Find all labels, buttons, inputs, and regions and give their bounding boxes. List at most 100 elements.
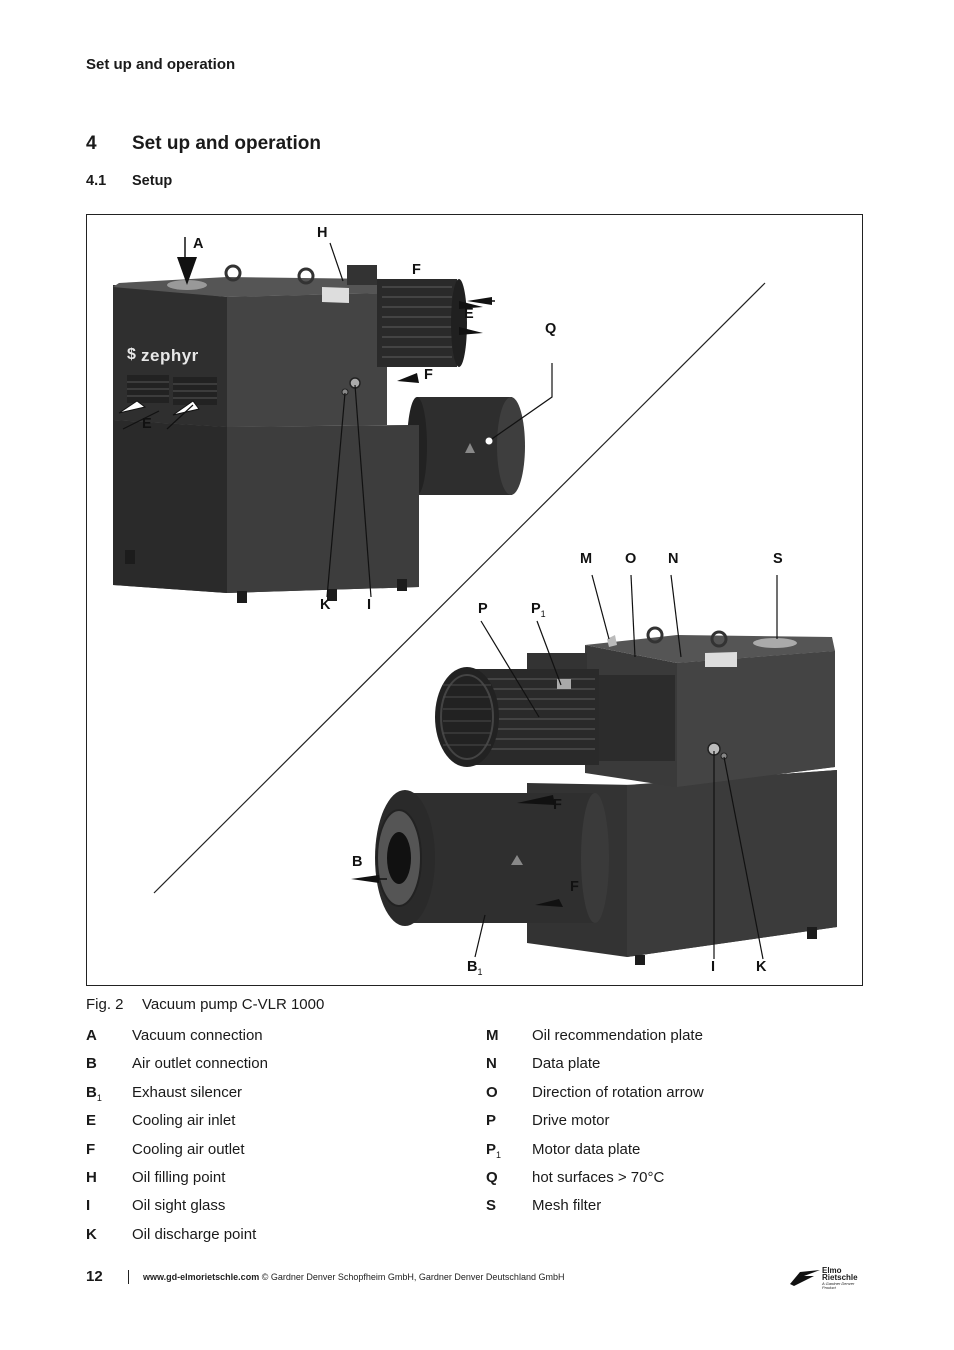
legend-text: Motor data plate — [532, 1140, 641, 1158]
legend-item: P1 Motor data plate — [486, 1141, 704, 1169]
legend-text: Direction of rotation arrow — [532, 1083, 704, 1101]
elmo-rietschle-logo: Elmo Rietschle A Gardner Denver Product — [790, 1266, 866, 1290]
legend-item: S Mesh filter — [486, 1197, 704, 1225]
logo-tagline: A Gardner Denver Product — [822, 1281, 855, 1290]
figure-number: Fig. 2 — [86, 996, 124, 1013]
pump-brand-text: zephyr — [141, 346, 199, 365]
footer-copyright: © Gardner Denver Schopfheim GmbH, Gardne… — [259, 1272, 565, 1282]
legend-key-sub: 1 — [96, 1092, 102, 1103]
legend-item: I Oil sight glass — [86, 1197, 268, 1225]
legend-text: Data plate — [532, 1055, 601, 1073]
legend-text: Drive motor — [532, 1112, 610, 1130]
label-O: O — [625, 551, 637, 567]
diagonal-divider — [153, 282, 766, 894]
page-footer: 12 www.gd-elmorietschle.com © Gardner De… — [86, 1266, 866, 1290]
label-P1: P1 — [531, 602, 546, 619]
legend-text: Vacuum connection — [132, 1027, 263, 1044]
section-number: 4.1 — [86, 173, 107, 189]
brand-swoosh-icon — [790, 1270, 820, 1286]
logo-line2: Rietschle — [822, 1273, 858, 1282]
legend-left: A Vacuum connection B Air outlet connectio… — [86, 1027, 268, 1254]
legend-key: B — [86, 1083, 97, 1101]
legend-text: Oil discharge point — [132, 1225, 257, 1243]
chapter-number: 4 — [86, 133, 97, 154]
legend-item: A Vacuum connection — [86, 1027, 268, 1055]
legend-item: B Air outlet connection — [86, 1055, 268, 1083]
legend-text: Cooling air inlet — [132, 1112, 236, 1130]
legend-right: M Oil recommendation plate N Data plate O D… — [486, 1027, 704, 1226]
label-F-mid: F — [424, 367, 433, 383]
legend-text: Mesh filter — [532, 1197, 602, 1215]
label-K-top: K — [320, 597, 331, 613]
pump-view-top — [113, 237, 553, 603]
legend-key: A — [86, 1027, 97, 1044]
label-A: A — [193, 236, 204, 252]
label-B1-sub: 1 — [477, 966, 483, 977]
pump-view-bottom — [351, 574, 837, 965]
zephyr-logo-icon: $ — [127, 346, 136, 363]
figure-caption: Fig. 2 Vacuum pump C-VLR 1000 — [86, 996, 324, 1013]
label-P1-main: P — [531, 601, 541, 617]
label-F-top: F — [412, 262, 421, 278]
label-F-low2: F — [570, 879, 579, 895]
section-heading: 4.1 Setup — [86, 173, 172, 189]
legend-text: Exhaust silencer — [132, 1083, 243, 1101]
legend-key: E — [86, 1112, 97, 1130]
legend-key: Q — [486, 1168, 498, 1186]
label-K-bottom: K — [756, 959, 767, 975]
legend-item: O Direction of rotation arrow — [486, 1084, 704, 1112]
figure-caption-text: Vacuum pump C-VLR 1000 — [142, 996, 325, 1013]
legend-key: S — [486, 1197, 497, 1215]
pump-illustration — [113, 237, 837, 965]
figure-vacuum-pump: zephyr $ A H F E Q F E K I M O N S P P1 … — [86, 214, 863, 986]
legend-text: Cooling air outlet — [132, 1140, 245, 1158]
label-E-right: E — [464, 306, 474, 322]
legend-key: I — [86, 1197, 91, 1215]
legend-item: F Cooling air outlet — [86, 1141, 268, 1169]
legend-key: M — [486, 1027, 499, 1044]
legend-text: Air outlet connection — [132, 1055, 268, 1073]
footer-text: www.gd-elmorietschle.com © Gardner Denve… — [143, 1272, 564, 1282]
legend-item: B1 Exhaust silencer — [86, 1084, 268, 1112]
label-I-bottom: I — [711, 959, 716, 975]
legend-key: H — [86, 1168, 97, 1186]
label-S: S — [773, 551, 783, 567]
chapter-title: Set up and operation — [132, 133, 321, 154]
label-F-low1: F — [553, 797, 562, 813]
legend-text: Oil sight glass — [132, 1197, 226, 1215]
label-P: P — [478, 601, 488, 617]
legend-text: Oil filling point — [132, 1168, 226, 1186]
legend-item: K Oil discharge point — [86, 1226, 268, 1254]
running-header: Set up and operation — [86, 56, 236, 73]
legend-key: O — [486, 1083, 498, 1101]
section-title: Setup — [132, 173, 173, 189]
logo-line1: Elmo — [822, 1266, 842, 1275]
legend-key: B — [86, 1055, 97, 1073]
legend-key: P — [486, 1140, 497, 1158]
label-I-top: I — [367, 597, 372, 613]
label-N: N — [668, 551, 679, 567]
label-Q: Q — [545, 321, 557, 337]
page-number: 12 — [86, 1268, 103, 1285]
label-M: M — [580, 551, 593, 567]
footer-website-link[interactable]: www.gd-elmorietschle.com — [143, 1272, 260, 1282]
legend-item: H Oil filling point — [86, 1169, 268, 1197]
legend-key: F — [86, 1140, 96, 1158]
legend-key: K — [86, 1225, 97, 1243]
legend-text: Oil recommendation plate — [532, 1027, 703, 1044]
label-B1: B1 — [467, 960, 483, 977]
label-E-left: E — [142, 416, 152, 432]
legend-key: N — [486, 1055, 497, 1073]
chapter-heading: 4 Set up and operation — [86, 133, 321, 155]
label-P1-sub: 1 — [540, 608, 546, 619]
label-B1-main: B — [467, 959, 478, 975]
legend-text: hot surfaces > 70°C — [532, 1168, 665, 1186]
label-H: H — [317, 225, 328, 241]
label-B: B — [352, 854, 363, 870]
legend-item: E Cooling air inlet — [86, 1112, 268, 1140]
footer-divider — [128, 1270, 129, 1284]
legend-item: N Data plate — [486, 1055, 704, 1083]
legend-key-sub: 1 — [496, 1149, 502, 1160]
